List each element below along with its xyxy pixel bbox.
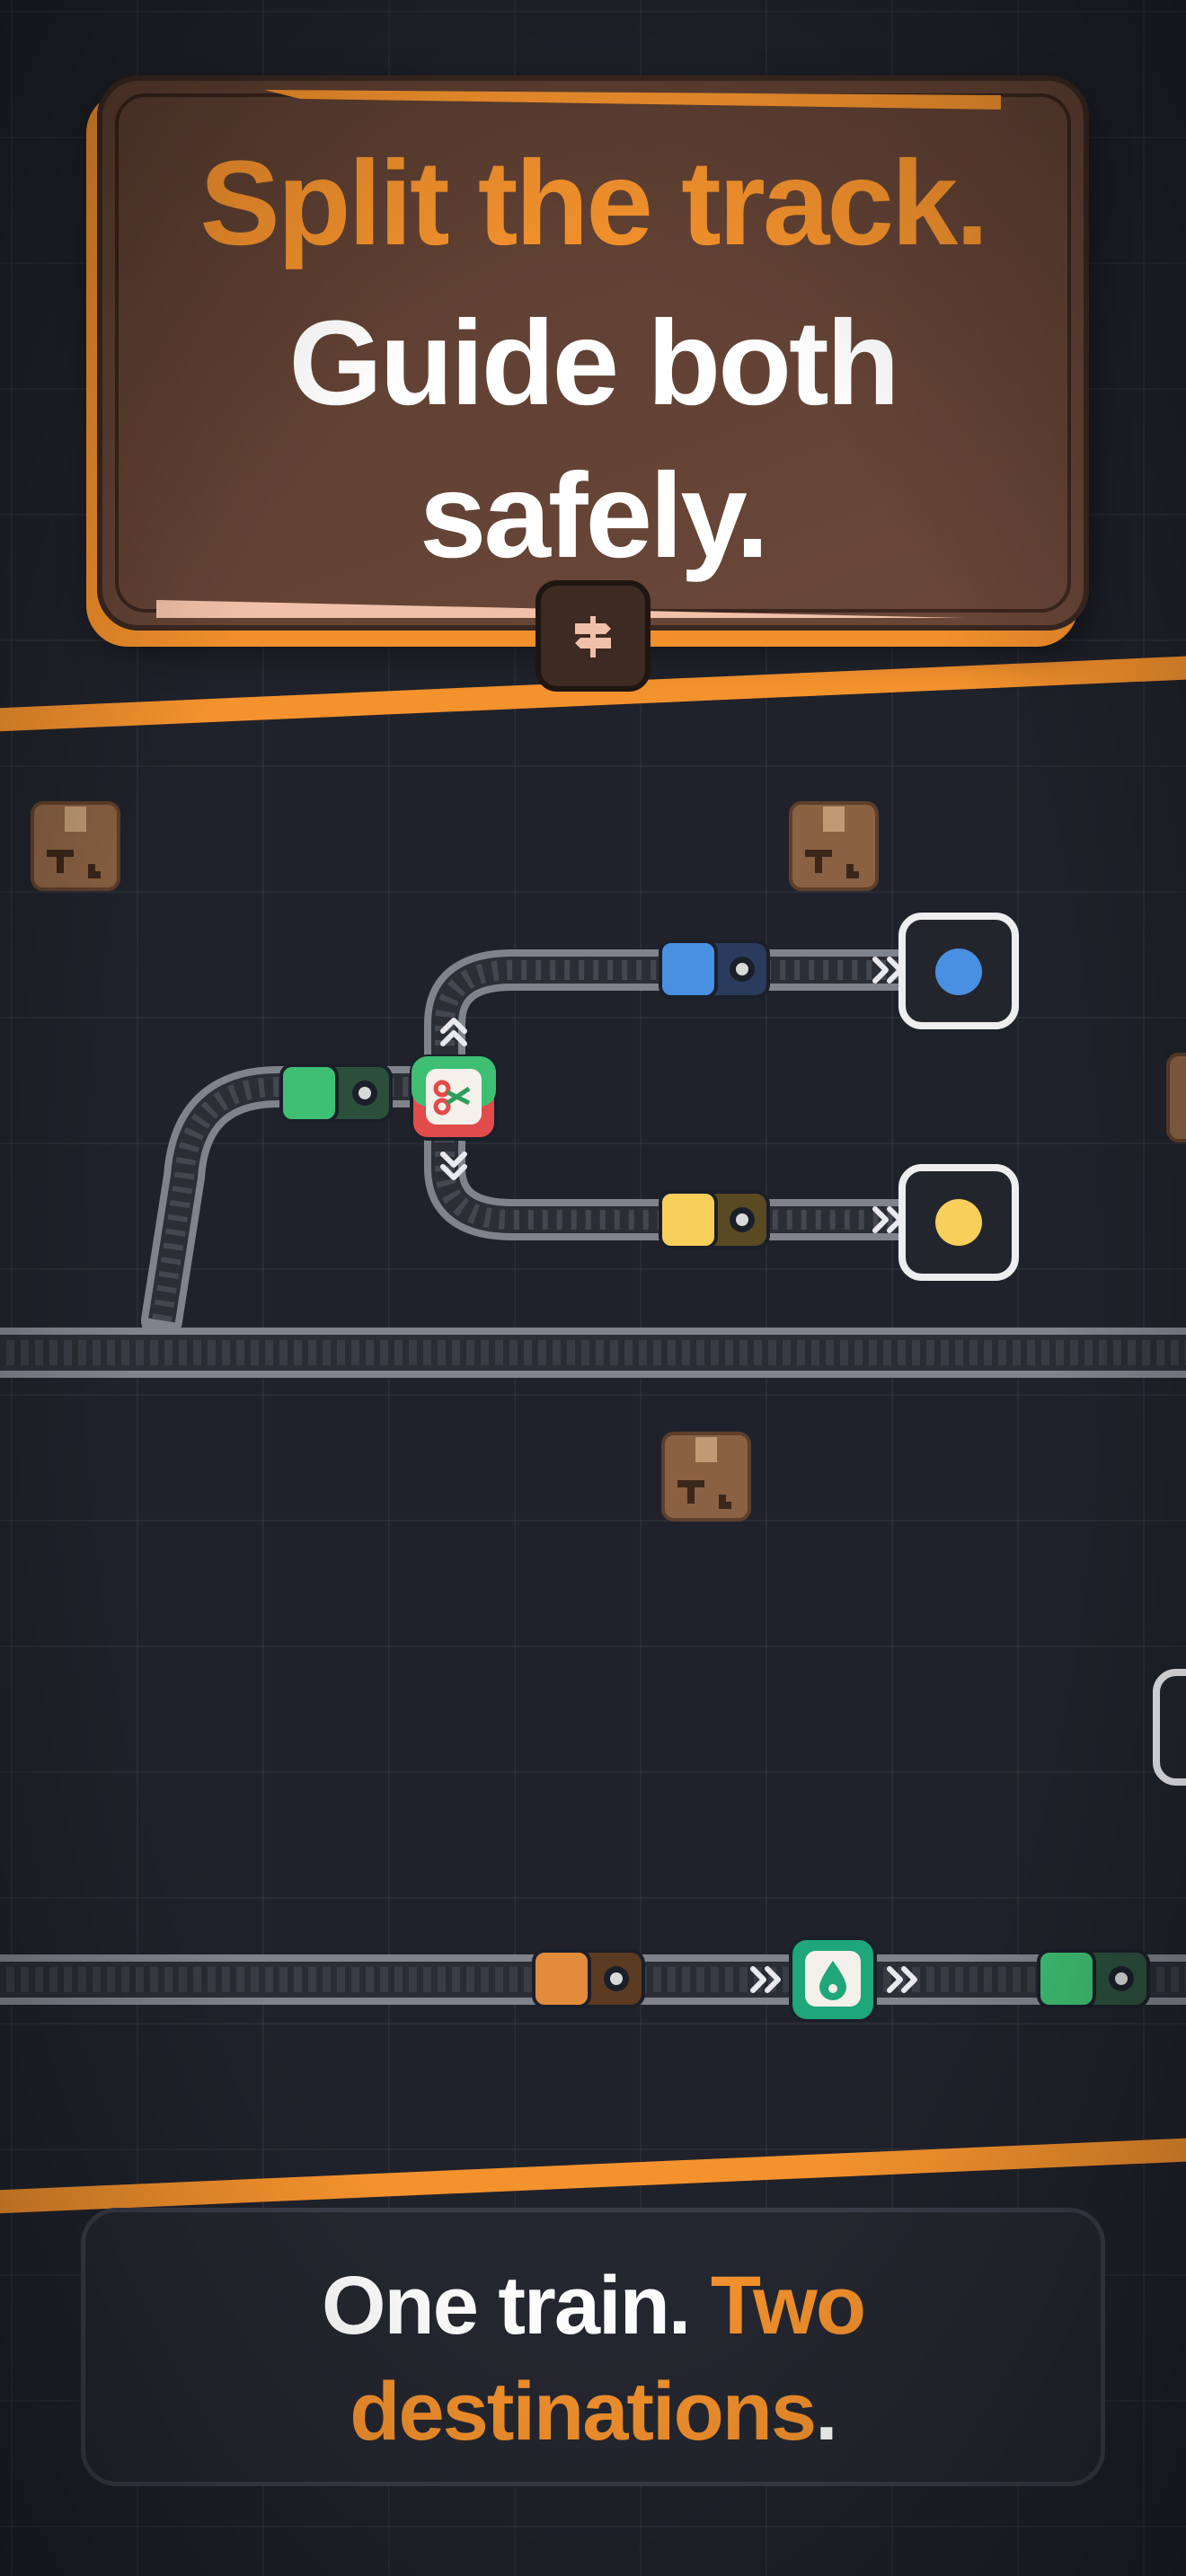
chevron-arrows-icon <box>887 1966 917 1993</box>
banner-highlight <box>264 90 1001 110</box>
station-yellow[interactable] <box>898 1164 1019 1281</box>
caption-banner: One train. Two destinations. <box>81 2208 1105 2486</box>
chevron-arrows-icon <box>750 1966 781 1993</box>
headline-line-3: safely. <box>419 449 769 583</box>
signpost-icon <box>575 616 611 657</box>
headline-banner: Split the track. Guide both safely. <box>97 75 1089 631</box>
scissors-icon <box>433 1080 471 1116</box>
chevron-arrows-icon <box>440 1018 467 1046</box>
crate-icon <box>789 801 879 891</box>
station-blue[interactable] <box>898 913 1019 1029</box>
caption-period: . <box>815 2366 838 2457</box>
headline-line-1: Split the track. <box>199 137 988 270</box>
train-orange[interactable] <box>532 1949 645 2008</box>
train-blue[interactable] <box>659 940 770 999</box>
train-green[interactable] <box>279 1063 393 1123</box>
caption-part-2: Two <box>710 2260 866 2351</box>
caption-part-1: One train. <box>321 2260 691 2351</box>
chevron-arrows-icon <box>440 1151 467 1180</box>
caption-part-3: destinations <box>350 2366 817 2457</box>
signpost-button[interactable] <box>535 580 651 692</box>
caption-line-1: One train. Two <box>85 2259 1101 2353</box>
splitter-node[interactable] <box>410 1054 498 1141</box>
train-yellow[interactable] <box>659 1190 770 1249</box>
train-green-bottom[interactable] <box>1037 1949 1150 2008</box>
track-branch-blue <box>424 949 903 1060</box>
crate-icon <box>31 801 120 891</box>
droplet-icon <box>819 1961 846 2000</box>
caption-line-2: destinations. <box>85 2365 1101 2459</box>
headline-line-2: Guide both <box>288 296 899 430</box>
station-offscreen[interactable] <box>1153 1669 1186 1786</box>
crate-icon <box>661 1432 751 1522</box>
crate-icon <box>1166 1053 1186 1142</box>
track-curve-left <box>141 1066 443 1341</box>
track-main <box>0 1328 1186 1378</box>
paint-node[interactable] <box>789 1936 877 2023</box>
